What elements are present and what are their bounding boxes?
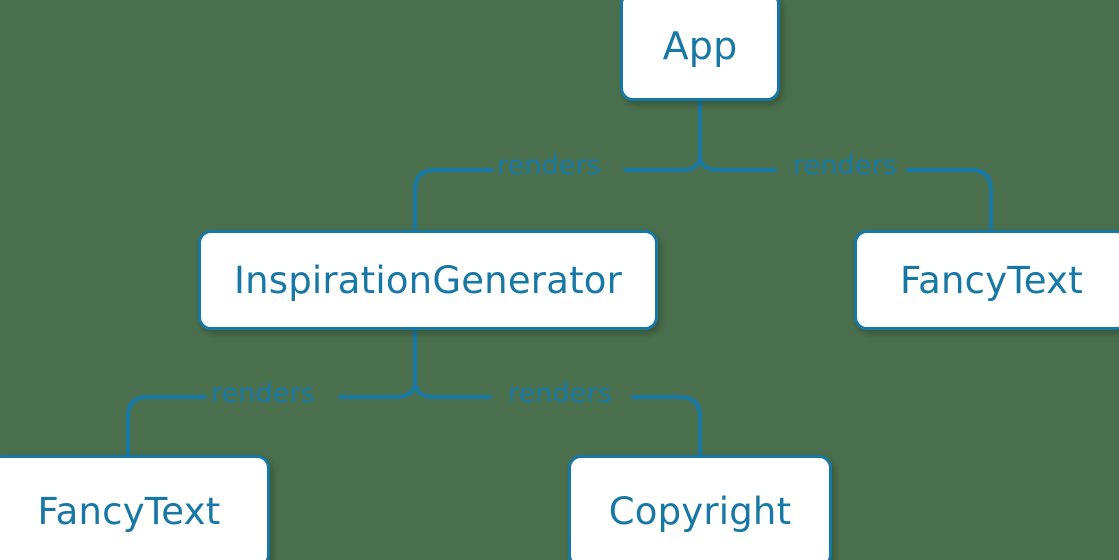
edge-inspiration-fork-left bbox=[338, 383, 417, 399]
node-fancytext-left[interactable]: FancyText bbox=[0, 455, 270, 560]
node-app[interactable]: App bbox=[620, 0, 780, 101]
node-inspiration-generator-label: InspirationGenerator bbox=[233, 258, 623, 302]
node-fancytext-left-label: FancyText bbox=[37, 490, 221, 533]
edge-inspiration-to-fancytext-left bbox=[126, 395, 207, 456]
node-fancytext-right-label: FancyText bbox=[900, 258, 1083, 302]
edge-app-fork-left bbox=[623, 156, 702, 172]
edge-app-to-inspiration bbox=[413, 168, 494, 231]
node-inspiration-generator[interactable]: InspirationGenerator bbox=[198, 230, 658, 330]
node-copyright[interactable]: Copyright bbox=[568, 455, 832, 560]
edge-label-app-to-fancytext: renders bbox=[793, 150, 897, 181]
edge-label-inspiration-generator-to-copyright: renders bbox=[508, 378, 612, 409]
edge-inspiration-to-copyright bbox=[631, 395, 702, 456]
edge-label-app-to-inspiration-generator: renders bbox=[497, 150, 601, 181]
edge-inspiration-fork-right bbox=[413, 383, 492, 399]
node-app-label: App bbox=[662, 24, 738, 68]
edge-app-to-fancytext-right bbox=[906, 168, 993, 231]
node-fancytext-right[interactable]: FancyText bbox=[854, 230, 1119, 330]
edge-app-fork-right bbox=[698, 156, 777, 172]
edge-label-inspiration-generator-to-fancytext: renders bbox=[211, 378, 315, 409]
node-copyright-label: Copyright bbox=[608, 490, 792, 533]
